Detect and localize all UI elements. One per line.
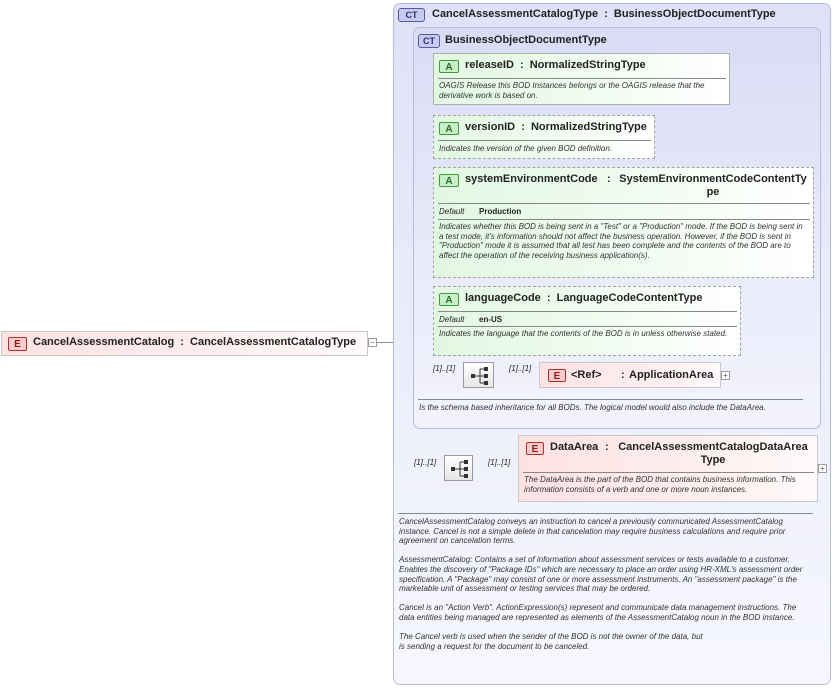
attribute-title: languageCode : LanguageCodeContentType bbox=[465, 292, 702, 304]
data-area-type-line1: CancelAssessmentCatalogDataArea bbox=[618, 441, 808, 453]
root-element-box[interactable]: E CancelAssessmentCatalog : CancelAssess… bbox=[1, 331, 368, 356]
element-badge: E bbox=[548, 369, 566, 382]
application-area-name: ApplicationArea bbox=[629, 369, 714, 381]
data-area-type-line2: Type bbox=[700, 454, 726, 466]
data-area-element[interactable]: E DataArea : CancelAssessmentCatalogData… bbox=[518, 435, 818, 502]
attribute-name: languageCode bbox=[465, 292, 541, 304]
type-separator: : bbox=[604, 8, 608, 20]
base-type-doc-divider bbox=[418, 399, 803, 400]
attribute-languagecode[interactable]: A languageCode : LanguageCodeContentType… bbox=[433, 286, 741, 356]
type-separator: : bbox=[520, 59, 524, 71]
attribute-badge: A bbox=[439, 60, 459, 73]
type-separator: : bbox=[180, 336, 184, 348]
attribute-default-value: en-US bbox=[479, 315, 503, 324]
type-separator: : bbox=[621, 369, 625, 381]
attribute-type-line1: SystemEnvironmentCodeContentTy bbox=[619, 173, 807, 185]
root-element-title: CancelAssessmentCatalog : CancelAssessme… bbox=[33, 336, 356, 348]
attribute-title: releaseID : NormalizedStringType bbox=[465, 59, 646, 71]
sequence-icon bbox=[451, 460, 468, 478]
type-separator: : bbox=[607, 173, 611, 185]
doc-paragraph: AssessmentCatalog: Contains a set of inf… bbox=[399, 555, 803, 594]
attribute-type-line2: pe bbox=[706, 186, 720, 198]
attribute-name: releaseID bbox=[465, 59, 514, 71]
attribute-doc: Indicates the version of the given BOD d… bbox=[439, 144, 612, 153]
sequence-compositor[interactable] bbox=[444, 455, 473, 481]
base-type-title: BusinessObjectDocumentType bbox=[445, 34, 607, 46]
type-separator: : bbox=[605, 441, 609, 453]
base-type-badge: CT bbox=[418, 34, 440, 48]
attribute-divider bbox=[438, 311, 737, 312]
attribute-doc: Indicates the language that the contents… bbox=[439, 329, 728, 338]
doc-paragraph: CancelAssessmentCatalog conveys an instr… bbox=[399, 517, 786, 546]
sequence-cardinality: [1]..[1] bbox=[433, 364, 456, 373]
attribute-divider bbox=[438, 78, 726, 79]
root-element-type: CancelAssessmentCatalogType bbox=[190, 336, 357, 348]
element-badge: E bbox=[8, 337, 27, 351]
attribute-divider bbox=[438, 203, 810, 204]
attribute-type: NormalizedStringType bbox=[529, 59, 646, 71]
doc-paragraph: The Cancel verb is used when the sender … bbox=[399, 632, 703, 651]
element-divider bbox=[523, 472, 814, 473]
complex-type-docs: CancelAssessmentCatalog conveys an instr… bbox=[399, 517, 804, 651]
attribute-badge: A bbox=[439, 174, 459, 187]
complex-type-name: CancelAssessmentCatalogType bbox=[432, 8, 599, 20]
root-collapse-toggle[interactable]: − bbox=[368, 338, 377, 347]
doc-paragraph: Cancel is an "Action Verb". ActionExpres… bbox=[399, 603, 797, 622]
attribute-versionid[interactable]: A versionID : NormalizedStringType Indic… bbox=[433, 115, 655, 159]
attribute-name: versionID bbox=[465, 121, 516, 133]
application-area-ref[interactable]: E <Ref> : ApplicationArea bbox=[539, 362, 721, 388]
attribute-doc: OAGIS Release this BOD Instances belongs… bbox=[439, 81, 705, 100]
complex-type-doc-divider bbox=[398, 513, 813, 514]
attribute-default-label: Default bbox=[439, 207, 465, 216]
application-area-expand-toggle[interactable]: + bbox=[721, 371, 730, 380]
attribute-name: systemEnvironmentCode bbox=[465, 173, 598, 185]
attribute-default-value: Production bbox=[479, 207, 522, 216]
attribute-type: SystemEnvironmentCodeContentTy pe bbox=[615, 173, 811, 199]
element-cardinality: [1]..[1] bbox=[488, 458, 511, 467]
type-separator: : bbox=[546, 292, 551, 304]
attribute-badge: A bbox=[439, 293, 459, 306]
data-area-expand-toggle[interactable]: + bbox=[818, 464, 827, 473]
attribute-badge: A bbox=[439, 122, 459, 135]
data-area-type: CancelAssessmentCatalogDataArea Type bbox=[613, 441, 813, 467]
attribute-divider bbox=[438, 140, 651, 141]
connector-root bbox=[377, 342, 393, 343]
element-cardinality: [1]..[1] bbox=[509, 364, 532, 373]
attribute-type: LanguageCodeContentType bbox=[556, 292, 703, 304]
attribute-type: NormalizedStringType bbox=[530, 121, 647, 133]
attribute-divider bbox=[438, 326, 737, 327]
complex-type-badge: CT bbox=[398, 8, 425, 22]
ref-label: <Ref> bbox=[571, 369, 602, 381]
attribute-default-label: Default bbox=[439, 315, 465, 324]
attribute-systemenvironmentcode[interactable]: A systemEnvironmentCode : SystemEnvironm… bbox=[433, 167, 814, 278]
data-area-doc: The DataArea is the part of the BOD that… bbox=[524, 475, 796, 494]
sequence-icon bbox=[471, 367, 488, 385]
complex-type-title: CancelAssessmentCatalogType : BusinessOb… bbox=[432, 8, 776, 20]
attribute-divider bbox=[438, 219, 810, 220]
attribute-doc: Indicates whether this BOD is being sent… bbox=[439, 222, 803, 260]
sequence-compositor[interactable] bbox=[463, 362, 494, 388]
complex-type-base: BusinessObjectDocumentType bbox=[613, 8, 776, 20]
sequence-cardinality: [1]..[1] bbox=[414, 458, 437, 467]
root-element-name: CancelAssessmentCatalog bbox=[33, 336, 175, 348]
base-type-doc: Is the schema based inheritance for all … bbox=[419, 403, 766, 412]
element-badge: E bbox=[526, 442, 544, 455]
attribute-releaseid[interactable]: A releaseID : NormalizedStringType OAGIS… bbox=[433, 53, 730, 105]
attribute-title: versionID : NormalizedStringType bbox=[465, 121, 647, 133]
type-separator: : bbox=[521, 121, 525, 133]
data-area-name: DataArea bbox=[550, 441, 599, 453]
